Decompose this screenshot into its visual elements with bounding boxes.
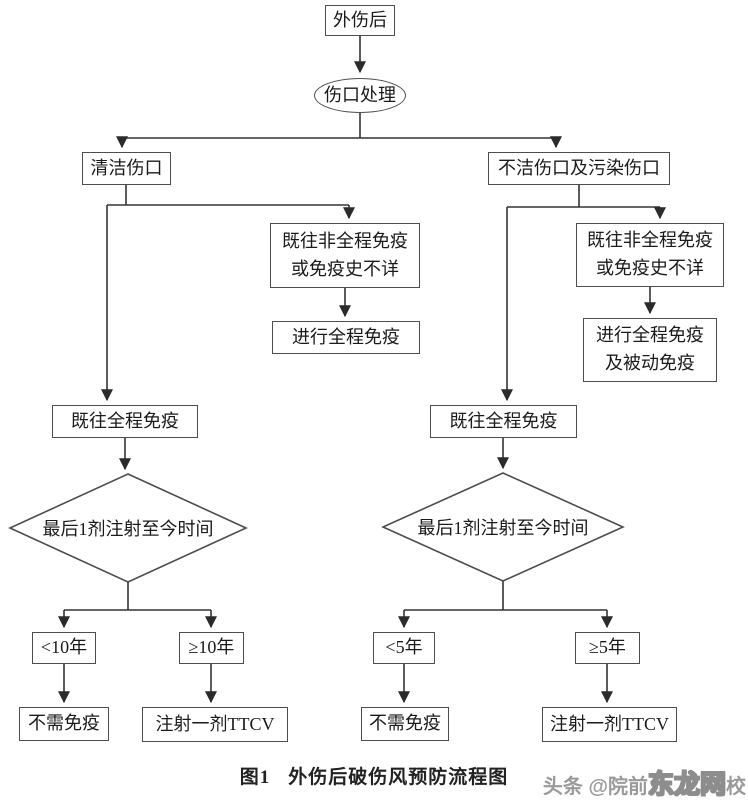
watermark-bubble-text: 东龙网 [647, 768, 727, 800]
figure-title: 外伤后破伤风预防流程图 [288, 767, 509, 788]
flow-node-dirty-wound: 不洁伤口及污染伤口 [488, 152, 670, 185]
flow-node-right-no-immunization: 不需免疫 [361, 707, 449, 741]
flow-node-right-less-than-5y: <5年 [373, 632, 435, 664]
flow-node-left-less-than-10y: <10年 [32, 632, 96, 664]
watermark-suffix: 校 [726, 776, 746, 798]
flow-node-right-non-full-immunization: 既往非全程免疫 或免疫史不详 [576, 223, 724, 287]
flow-node-left-prior-full-immunization: 既往全程免疫 [52, 405, 198, 438]
flow-node-right-prior-full-immunization: 既往全程免疫 [430, 405, 577, 438]
flow-node-left-ge-10y: ≥10年 [179, 632, 244, 664]
figure-caption: 图1 外伤后破伤风预防流程图 [0, 762, 748, 789]
flow-node-right-ge-5y: ≥5年 [575, 632, 640, 664]
flow-node-left-do-full-immunization: 进行全程免疫 [272, 321, 420, 354]
flow-node-trauma: 外伤后 [325, 5, 395, 36]
flow-node-left-no-immunization: 不需免疫 [19, 707, 109, 741]
flow-node-left-ttcv-dose: 注射一剂TTCV [142, 707, 288, 742]
watermark: 头条 @院前东龙网校 [543, 764, 746, 801]
watermark-prefix: 头条 @院前 [542, 776, 648, 798]
figure-number: 图1 [239, 767, 271, 788]
flow-node-right-ttcv-dose: 注射一剂TTCV [542, 707, 677, 742]
flow-node-right-full-and-passive-immunization: 进行全程免疫 及被动免疫 [583, 318, 717, 382]
flow-node-left-non-full-immunization: 既往非全程免疫 或免疫史不详 [270, 223, 420, 288]
flow-node-clean-wound: 清洁伤口 [82, 152, 171, 185]
decision-diamond-left-label: 最后1剂注射至今时间 [42, 519, 214, 539]
flow-node-wound-treatment: 伤口处理 [314, 78, 406, 113]
decision-diamond-right-label: 最后1剂注射至今时间 [417, 518, 589, 538]
